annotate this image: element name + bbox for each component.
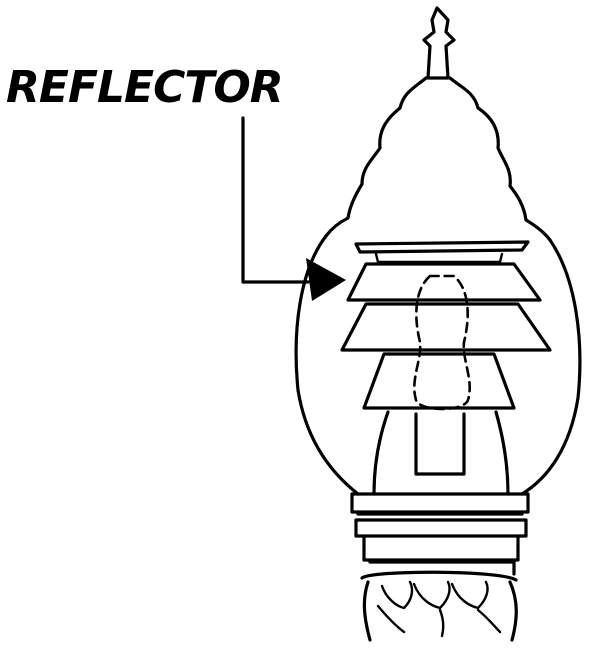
lamp-finial: [422, 6, 456, 80]
reflector-tier-2: [340, 302, 552, 352]
reflector-tier-1: [346, 262, 542, 302]
lamp-socket: [372, 410, 510, 496]
reflector-tiers: [340, 262, 552, 410]
lamp-collar: [360, 570, 518, 642]
reflector-tier-3: [362, 352, 516, 410]
reflector-leader-arrow: [241, 116, 346, 301]
reflector-label: REFLECTOR: [6, 62, 283, 113]
hidden-bulb: [413, 274, 471, 411]
arrowhead-icon: [306, 258, 346, 301]
lamp-base-bands: [350, 492, 530, 576]
reflector-rim: [354, 240, 530, 264]
lamp-globe: [294, 234, 582, 496]
lamp-cap: [324, 76, 552, 242]
